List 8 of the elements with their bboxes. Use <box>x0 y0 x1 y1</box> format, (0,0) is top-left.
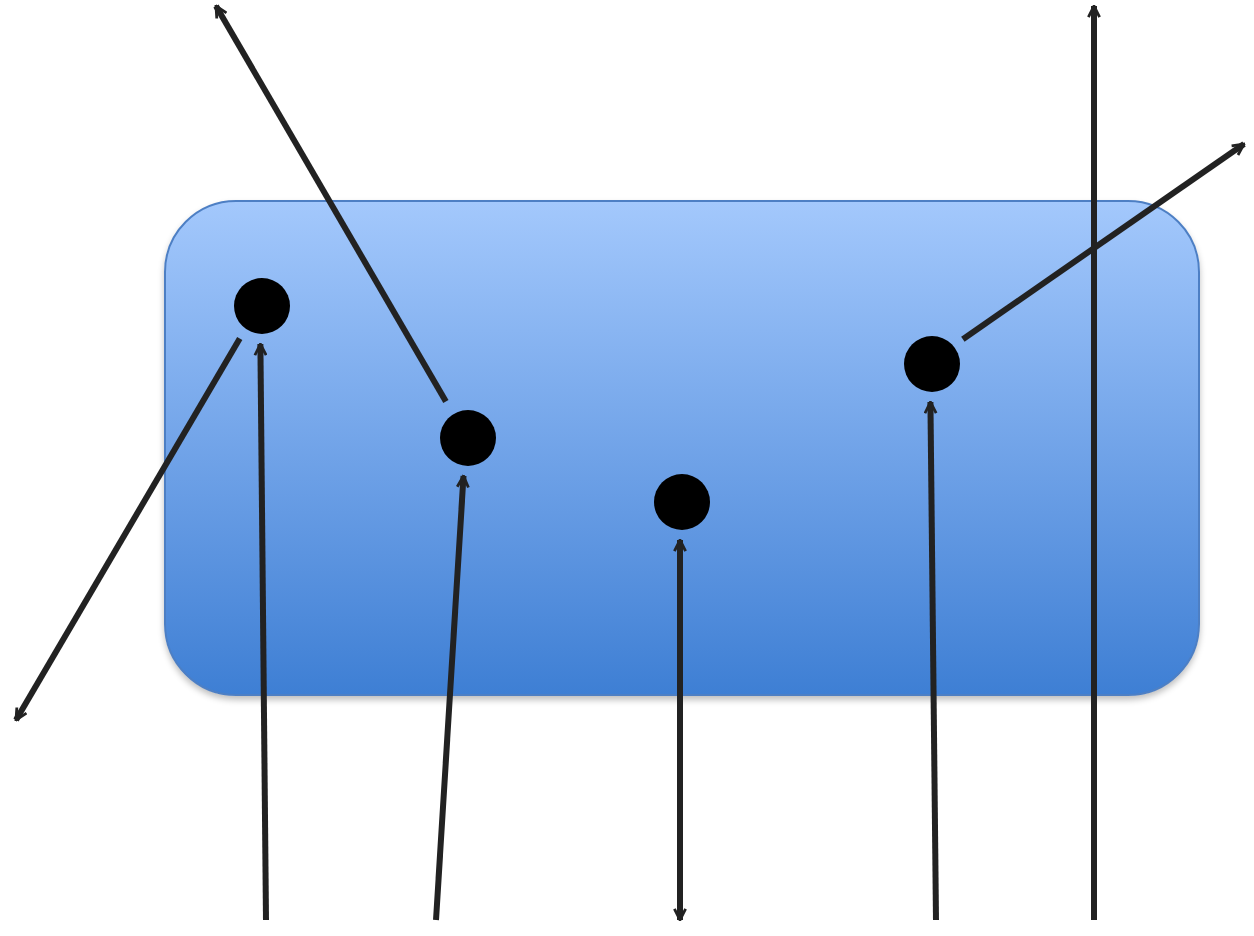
arrow <box>923 400 939 921</box>
arrow <box>13 337 243 722</box>
arrow <box>213 4 449 403</box>
rounded-panel <box>164 200 1200 696</box>
arrow <box>253 342 269 921</box>
arrow <box>961 141 1246 342</box>
arrow <box>433 474 470 921</box>
arrow <box>673 538 687 922</box>
